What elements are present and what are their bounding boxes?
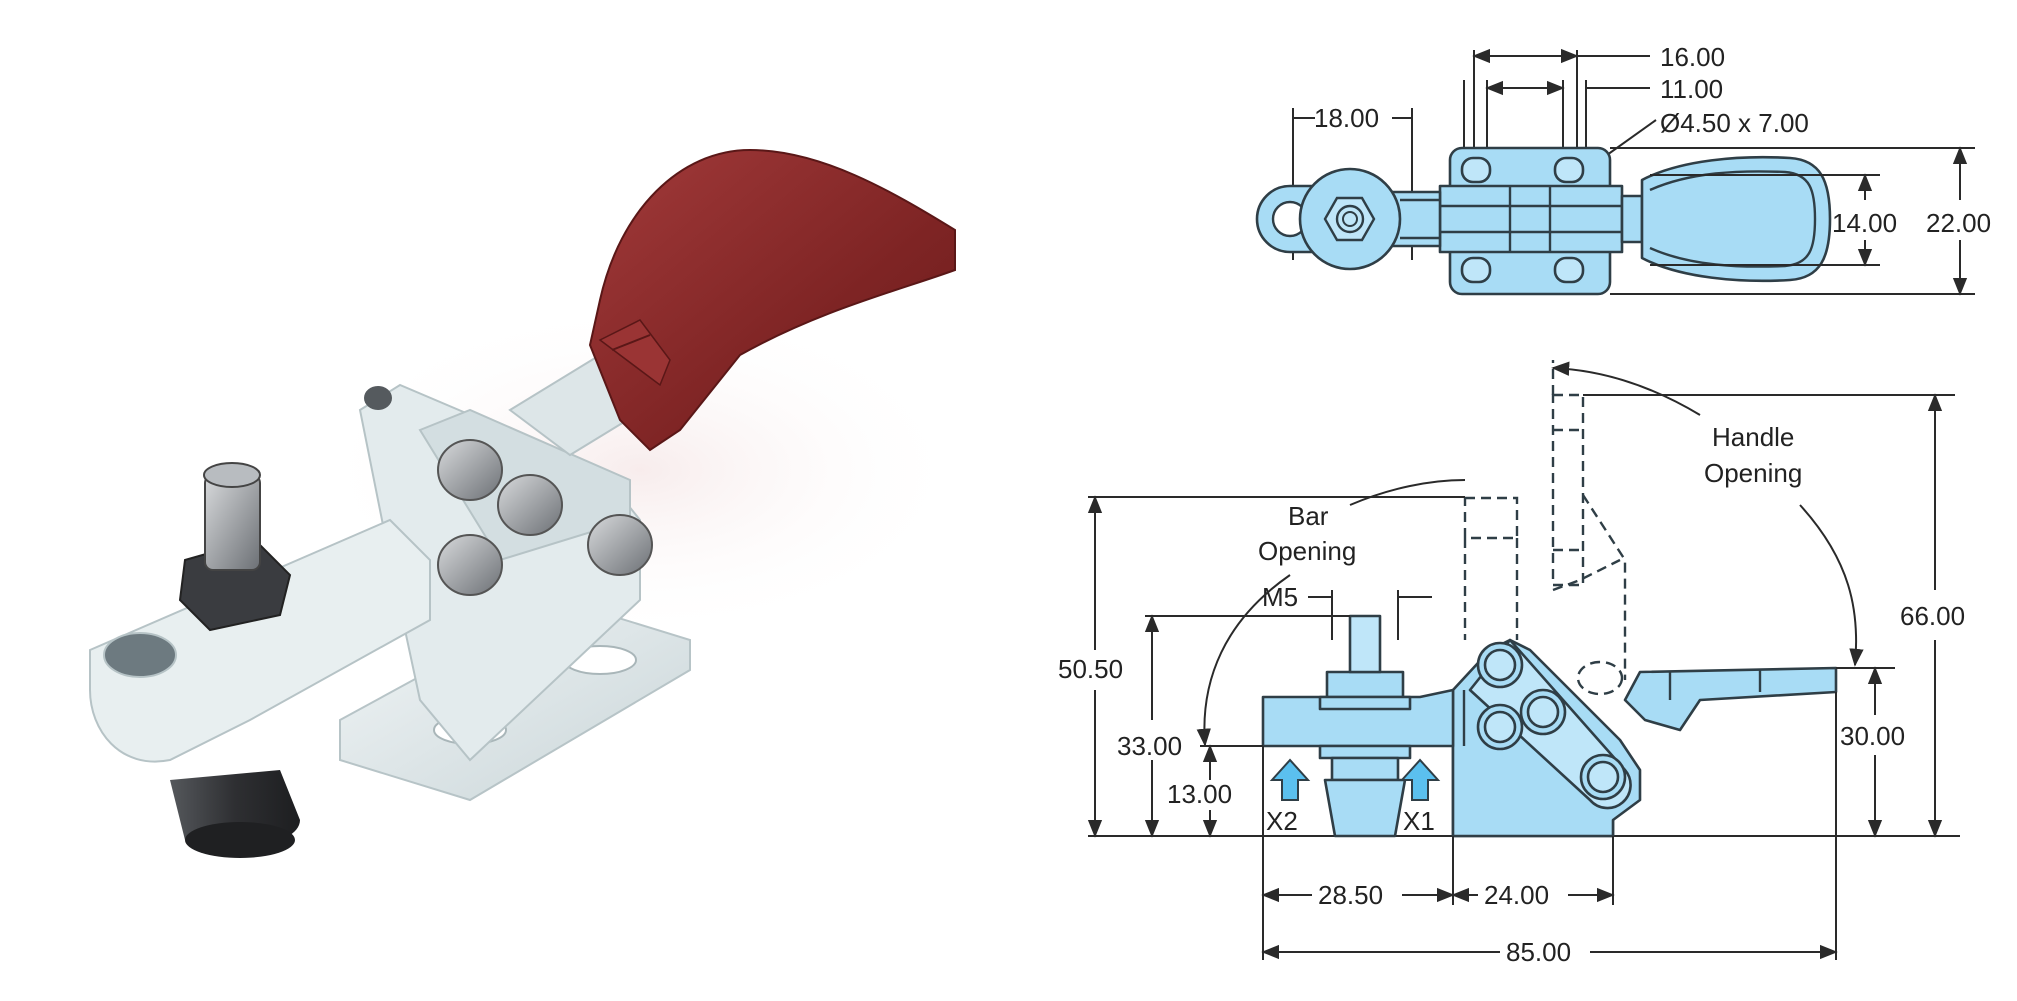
arrow-x1 <box>1399 758 1441 801</box>
label-x2: X2 <box>1266 806 1298 836</box>
clamp-3d-render <box>89 148 970 858</box>
dim-50: 50.50 <box>1058 654 1123 684</box>
dim-16: 16.00 <box>1660 42 1725 72</box>
handle-opening-1: Handle <box>1712 422 1794 452</box>
top-view: 16.00 11.00 Ø4.50 x 7.00 18.00 <box>1255 42 1991 296</box>
dim-30: 30.00 <box>1840 721 1905 751</box>
thread-m5: M5 <box>1262 582 1298 612</box>
dim-28: 28.50 <box>1318 880 1383 910</box>
pivot-rivets <box>364 386 653 596</box>
label-x1: X1 <box>1403 806 1435 836</box>
dim-slot: Ø4.50 x 7.00 <box>1660 108 1809 138</box>
dim-85: 85.00 <box>1506 937 1571 967</box>
dim-33: 33.00 <box>1117 731 1182 761</box>
handle-opening-2: Opening <box>1704 458 1802 488</box>
dim-13: 13.00 <box>1167 779 1232 809</box>
side-view: X2 X1 M5 Bar Opening Handle Opening 50.5… <box>1058 360 1965 967</box>
dim-11: 11.00 <box>1660 74 1723 104</box>
handle-grip <box>588 148 956 452</box>
dim-66: 66.00 <box>1900 601 1965 631</box>
dim-14: 14.00 <box>1832 208 1897 238</box>
dim-18: 18.00 <box>1314 103 1379 133</box>
bar-opening-1: Bar <box>1288 501 1329 531</box>
bar-opening-2: Opening <box>1258 536 1356 566</box>
clamp-bar <box>89 518 431 763</box>
arrow-x2 <box>1269 758 1311 801</box>
dim-24: 24.00 <box>1484 880 1549 910</box>
dim-22: 22.00 <box>1926 208 1991 238</box>
